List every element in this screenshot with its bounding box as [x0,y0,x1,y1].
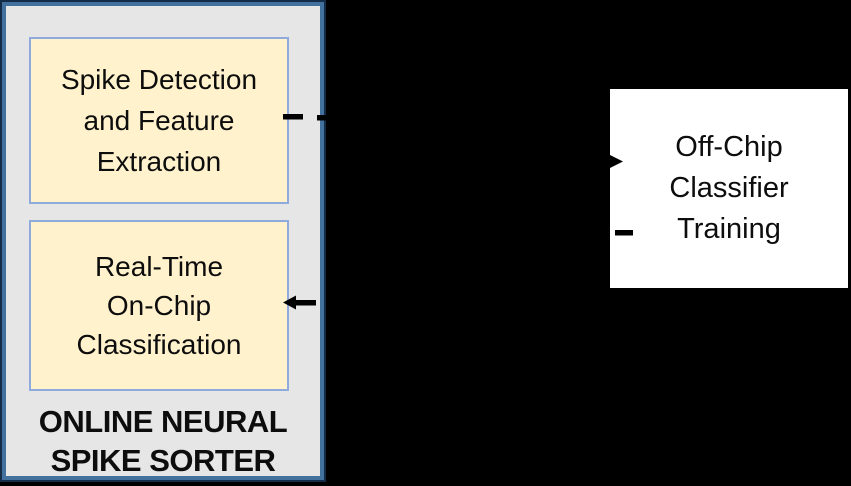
offchip-training-box: Off-Chip Classifier Training [610,89,848,288]
offchip-training-line-3: Training [677,213,781,245]
panel-title: ONLINE NEURAL SPIKE SORTER [6,402,320,480]
dashed-arrow-sorter-to-offchip-icon [283,114,623,169]
spike-detection-line-1: Spike Detection [60,64,258,95]
spike-detection-line-2: and Feature [83,105,235,136]
spike-detection-line-3: Extraction [96,146,222,177]
panel-title-line-2: SPIKE SORTER [50,443,276,478]
onchip-classification-box: Real-Time On-Chip Classification [29,220,289,391]
onchip-classification-line-1: Real-Time [94,251,224,282]
dashed-arrow-offchip-to-sorter-icon [283,230,633,310]
onchip-classification-line-2: On-Chip [106,290,212,321]
offchip-training-line-1: Off-Chip [675,131,783,163]
onchip-classification-line-3: Classification [76,329,242,360]
offchip-training-line-2: Classifier [669,172,789,204]
panel-title-line-1: ONLINE NEURAL [38,404,288,439]
online-neural-spike-sorter-panel: Spike Detection and Feature Extraction R… [2,2,324,480]
spike-detection-box: Spike Detection and Feature Extraction [29,37,289,204]
